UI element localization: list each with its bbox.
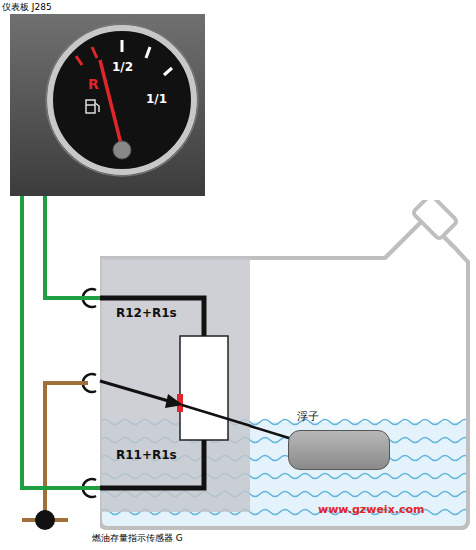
caption: 燃油存量指示传感器 G	[92, 532, 183, 545]
scale-full: 1/1	[146, 92, 167, 106]
signal-wire	[45, 196, 100, 298]
resistor-symbol	[180, 336, 228, 440]
watermark: www.gzweix.com	[318, 503, 424, 516]
scale-half: 1/2	[112, 60, 133, 74]
gauge-rim	[46, 24, 198, 176]
ground-wire	[45, 383, 88, 520]
node-text: 仪表板 J285	[2, 1, 52, 14]
reserve-mark: R	[88, 76, 99, 92]
node-text: 浮子	[297, 409, 319, 424]
signal-wire	[22, 196, 100, 488]
float: 浮子	[288, 430, 390, 470]
fuel-tank: R12+R1sR11+R1s浮子燃油存量指示传感器 G	[100, 200, 470, 530]
node-text: R11+R1s	[116, 448, 177, 462]
resistor-trace-bottom	[100, 440, 204, 488]
float-arm	[182, 405, 251, 426]
gauge-face	[50, 28, 194, 172]
wiper-arrowhead	[165, 394, 183, 408]
resistor-trace-top	[100, 298, 204, 336]
wiper-arrow	[100, 381, 172, 402]
fuel-icon	[86, 100, 99, 113]
needle-hub	[113, 141, 131, 159]
filler-cap	[412, 200, 457, 240]
reserve-ticks	[76, 47, 97, 65]
ground-point	[35, 510, 55, 530]
float-arm	[250, 426, 289, 438]
node-text: R12+R1s	[116, 306, 177, 320]
connector-sockets	[83, 289, 96, 497]
